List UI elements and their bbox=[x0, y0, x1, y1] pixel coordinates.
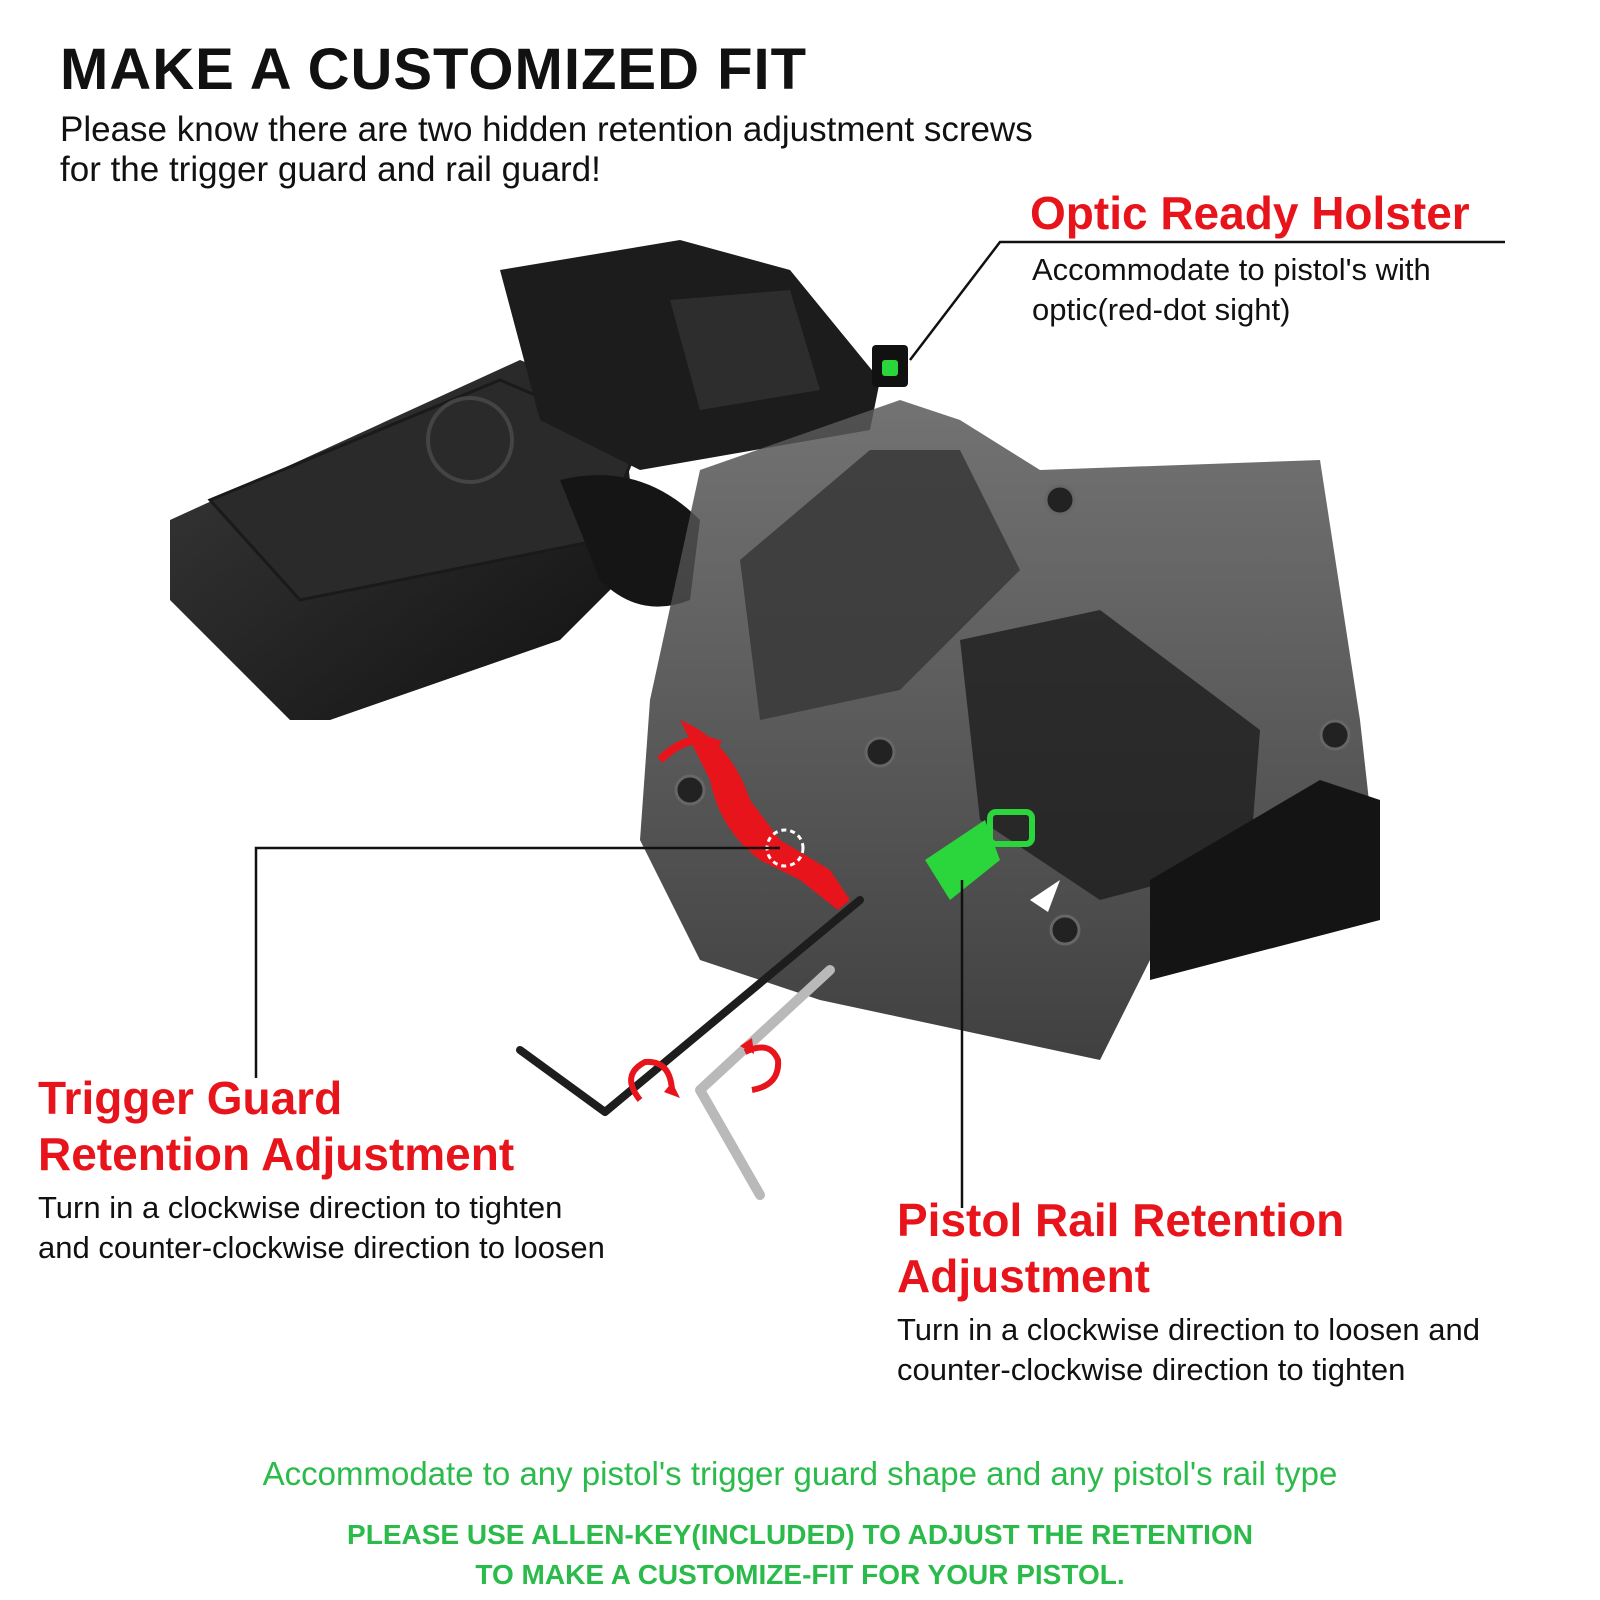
rail-retention-description-line1: Turn in a clockwise direction to loosen … bbox=[897, 1312, 1480, 1347]
rail-retention-description: Turn in a clockwise direction to loosen … bbox=[897, 1310, 1587, 1390]
trigger-guard-description: Turn in a clockwise direction to tighten… bbox=[38, 1188, 718, 1268]
optic-ready-description: Accommodate to pistol's with optic(red-d… bbox=[1032, 252, 1431, 327]
rail-retention-heading-line2: Adjustment bbox=[897, 1250, 1150, 1302]
trigger-guard-heading: Trigger Guard Retention Adjustment bbox=[38, 1070, 638, 1182]
trigger-guard-description-line1: Turn in a clockwise direction to tighten bbox=[38, 1190, 563, 1225]
footer-instruction-line1: PLEASE USE ALLEN-KEY(INCLUDED) TO ADJUST… bbox=[347, 1519, 1253, 1550]
rail-retention-part bbox=[925, 809, 1060, 912]
trigger-guard-description-line2: and counter-clockwise direction to loose… bbox=[38, 1230, 605, 1265]
footer-instruction-line2: TO MAKE A CUSTOMIZE-FIT FOR YOUR PISTOL. bbox=[475, 1559, 1125, 1590]
callout-lines bbox=[254, 240, 1505, 1208]
allen-key-icon bbox=[516, 896, 864, 1200]
page-subtitle: Please know there are two hidden retenti… bbox=[60, 110, 1033, 189]
rail-retention-heading: Pistol Rail Retention Adjustment bbox=[897, 1192, 1537, 1304]
pistol-icon bbox=[170, 240, 880, 720]
page-title: MAKE A CUSTOMIZED FIT bbox=[60, 37, 808, 102]
rail-retention-heading-line1: Pistol Rail Retention bbox=[897, 1194, 1345, 1246]
optic-sight-icon bbox=[872, 345, 908, 387]
footer-instruction: PLEASE USE ALLEN-KEY(INCLUDED) TO ADJUST… bbox=[0, 1515, 1600, 1595]
trigger-guard-heading-line2: Retention Adjustment bbox=[38, 1128, 515, 1180]
rotate-arrow-icon bbox=[628, 1038, 782, 1102]
holster-icon bbox=[640, 400, 1380, 1060]
trigger-guard-heading-line1: Trigger Guard bbox=[38, 1072, 343, 1124]
optic-ready-heading: Optic Ready Holster bbox=[1030, 187, 1470, 239]
rail-retention-description-line2: counter-clockwise direction to tighten bbox=[897, 1352, 1406, 1387]
footer-accommodate-text: Accommodate to any pistol's trigger guar… bbox=[262, 1455, 1338, 1492]
